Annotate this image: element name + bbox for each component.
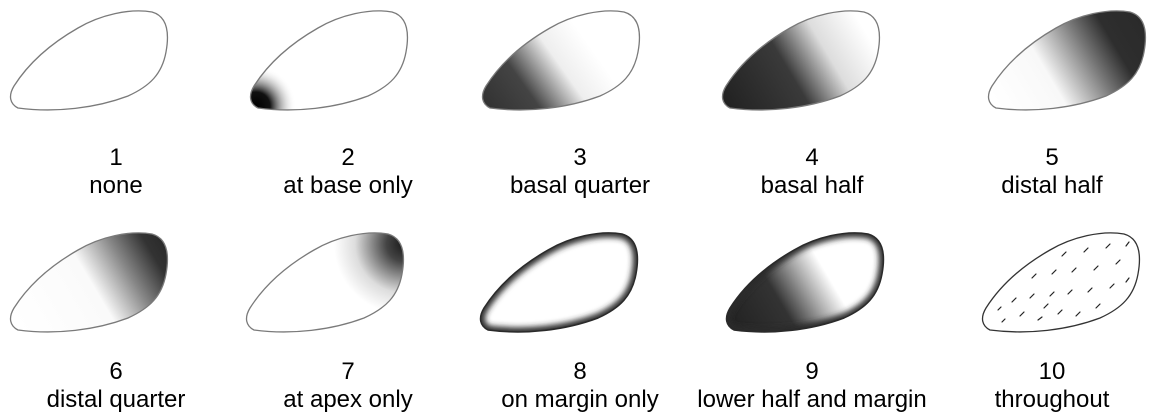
pattern-label: throughout: [994, 386, 1110, 413]
pattern-6: 6 distal quarter: [0, 208, 232, 416]
leaf-basal-half-illustration: [721, 10, 881, 111]
pattern-10: 10 throughout: [936, 208, 1168, 416]
leaf-distal-half-illustration: [987, 10, 1147, 111]
pattern-label: lower half and margin: [697, 386, 927, 413]
pattern-number: 5: [1045, 144, 1059, 171]
pattern-9: 9 lower half and margin: [696, 208, 928, 416]
leaf-margin-only-illustration: [479, 232, 639, 333]
pattern-1: 1 none: [0, 0, 232, 208]
pattern-8: 8 on margin only: [464, 208, 696, 416]
leaf-basal-quarter-illustration: [481, 10, 641, 111]
pattern-number: 3: [573, 144, 587, 171]
pattern-3: 3 basal quarter: [464, 0, 696, 208]
pattern-label: none: [89, 172, 143, 199]
pattern-number: 9: [805, 358, 819, 385]
pattern-number: 4: [805, 144, 819, 171]
pattern-label: on margin only: [501, 386, 659, 413]
leaf-base-only-illustration: [249, 10, 409, 111]
pattern-label: basal half: [760, 172, 864, 199]
pattern-label: distal quarter: [46, 386, 186, 413]
pattern-number: 10: [1038, 358, 1066, 385]
pattern-number: 8: [573, 358, 587, 385]
pattern-7: 7 at apex only: [232, 208, 464, 416]
pattern-5: 5 distal half: [936, 0, 1168, 208]
leaf-apex-only-illustration: [245, 232, 405, 333]
pattern-label: at base only: [283, 172, 413, 199]
pattern-number: 1: [109, 144, 123, 171]
pattern-2: 2 at base only: [232, 0, 464, 208]
pattern-number: 2: [341, 144, 355, 171]
pattern-label: at apex only: [283, 386, 413, 413]
pattern-label: distal half: [1001, 172, 1103, 199]
pattern-4: 4 basal half: [696, 0, 928, 208]
leaf-distal-quarter-illustration: [9, 232, 169, 333]
pattern-number: 7: [341, 358, 355, 385]
leaf-throughout-illustration: [981, 232, 1141, 333]
pattern-label: basal quarter: [509, 172, 651, 199]
leaf-lower-half-and-margin-illustration: [725, 232, 885, 333]
leaf-none-illustration: [9, 10, 169, 111]
pattern-number: 6: [109, 358, 123, 385]
